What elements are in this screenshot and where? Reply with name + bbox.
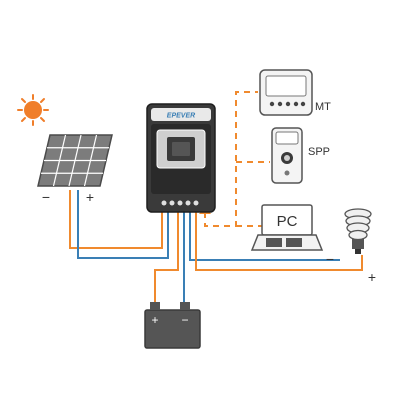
- solar-panel-icon: [37, 134, 113, 187]
- battery-wire-orange: [154, 212, 179, 302]
- mt-label: MT: [315, 101, 331, 113]
- brand-logo: EPEVER: [167, 113, 195, 120]
- battery-plus-label: +: [151, 313, 158, 327]
- solar-wire-orange: [69, 190, 163, 249]
- load-wire-blue: [189, 212, 340, 261]
- comm-line: [204, 91, 270, 227]
- battery-minus-label: −: [181, 313, 188, 327]
- solar-wire-blue: [77, 190, 169, 259]
- solar-plus-label: +: [86, 189, 94, 205]
- load-minus-label: −: [326, 251, 334, 267]
- pc-label: PC: [277, 213, 298, 230]
- bulb-icon: [344, 208, 372, 254]
- spp-device-icon: [271, 127, 303, 184]
- laptop-icon: [250, 204, 324, 251]
- load-wire-orange: [195, 212, 363, 271]
- spp-label: SPP: [308, 146, 330, 158]
- sun-icon: [17, 94, 49, 126]
- controller-icon: [146, 103, 216, 213]
- battery-icon: [144, 302, 201, 349]
- solar-minus-label: −: [42, 189, 50, 205]
- mt-meter-icon: [259, 69, 313, 116]
- load-plus-label: +: [368, 269, 376, 285]
- wires: [69, 91, 363, 302]
